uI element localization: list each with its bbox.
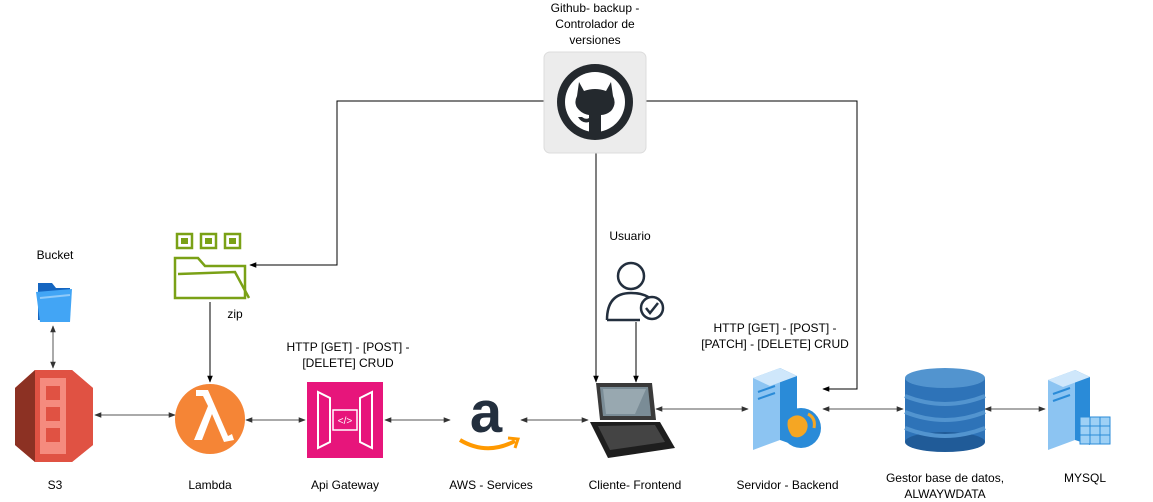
github-label: Github- backup - Controlador de versione… — [550, 1, 640, 47]
api-gateway-label: Api Gateway — [310, 478, 380, 492]
servidor-label: Servidor - Backend — [736, 478, 839, 492]
database-icon — [904, 368, 986, 452]
amazon-icon: a — [458, 380, 521, 451]
user-check-icon — [605, 261, 665, 322]
svg-text:a: a — [470, 380, 503, 445]
server-web-icon — [753, 368, 821, 450]
gestor-label: Gestor base de datos, ALWAYWDATA — [885, 471, 1005, 501]
folder-icon — [36, 283, 72, 322]
lambda-label: Lambda — [188, 478, 232, 492]
bucket-label: Bucket — [36, 248, 74, 262]
aws-s3-icon — [15, 370, 93, 462]
github-icon — [543, 51, 647, 154]
s3-label: S3 — [47, 478, 63, 492]
mysql-label: MYSQL — [1063, 471, 1106, 485]
connectors — [50, 100, 1046, 423]
zip-label: zip — [227, 307, 243, 321]
http-backend-label: HTTP [GET] - [POST] - [PATCH] - [DELETE]… — [701, 321, 849, 351]
cliente-label: Cliente- Frontend — [588, 478, 682, 492]
mysql-server-icon — [1048, 370, 1111, 450]
aws-services-label: AWS - Services — [449, 478, 533, 492]
laptop-icon — [590, 383, 675, 458]
aws-lambda-icon — [175, 384, 245, 454]
svg-text:</>: </> — [338, 416, 353, 427]
github-to-backend-connector — [646, 100, 858, 392]
api-gateway-icon: </> — [307, 382, 383, 458]
usuario-label: Usuario — [609, 229, 651, 243]
zip-folder-icon — [173, 232, 251, 300]
http-api-label: HTTP [GET] - [POST] - [DELETE] CRUD — [286, 340, 410, 370]
github-to-zip-connector — [249, 100, 544, 268]
